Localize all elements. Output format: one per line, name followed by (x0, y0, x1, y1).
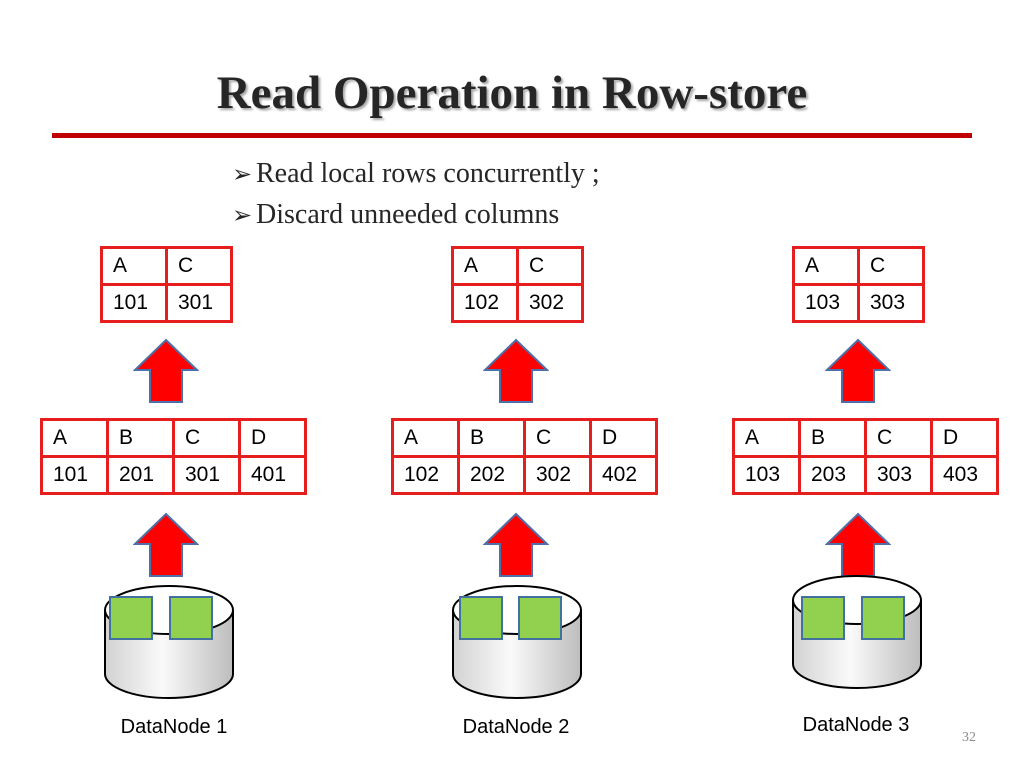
column-header: A (451, 246, 519, 286)
full-row-table: A B C D 101 201 301 401 (40, 418, 307, 495)
column-header: B (106, 418, 175, 458)
up-arrow-icon (483, 512, 549, 577)
cell-value: 301 (172, 455, 241, 495)
title-divider (52, 133, 972, 138)
up-arrow-icon (483, 338, 549, 403)
column-header: D (238, 418, 307, 458)
cell-value: 302 (523, 455, 592, 495)
table-row: 102 202 302 402 (391, 455, 658, 495)
data-block-icon (518, 596, 562, 640)
cell-value: 303 (857, 283, 925, 323)
column-header: A (100, 246, 168, 286)
table-header-row: A B C D (40, 418, 307, 458)
bullet-text: Read local rows concurrently ; (256, 158, 600, 189)
data-block-icon (861, 596, 905, 640)
cell-value: 101 (40, 455, 109, 495)
bullet-item: ➢Read local rows concurrently ; (232, 153, 600, 194)
cell-value: 203 (798, 455, 867, 495)
data-block-icon (109, 596, 153, 640)
data-block-icon (169, 596, 213, 640)
table-row: 101 201 301 401 (40, 455, 307, 495)
column-header: C (172, 418, 241, 458)
column-header: C (523, 418, 592, 458)
cell-value: 103 (732, 455, 801, 495)
cell-value: 403 (930, 455, 999, 495)
column-header: A (391, 418, 460, 458)
cell-value: 102 (391, 455, 460, 495)
slide-title: Read Operation in Row-store (216, 67, 808, 119)
table-header-row: A C (792, 246, 925, 286)
table-row: 101 301 (100, 283, 233, 323)
page-number: 32 (962, 730, 976, 745)
cell-value: 102 (451, 283, 519, 323)
column-header: A (40, 418, 109, 458)
bullet-item: ➢Discard unneeded columns (232, 194, 600, 235)
cell-value: 201 (106, 455, 175, 495)
column-header: D (930, 418, 999, 458)
projected-row-table: A C 102 302 (451, 246, 584, 323)
cell-value: 202 (457, 455, 526, 495)
column-header: A (792, 246, 860, 286)
up-arrow-icon (825, 338, 891, 403)
datanode-label: DataNode 3 (802, 714, 910, 736)
column-header: B (798, 418, 867, 458)
bullet-text: Discard unneeded columns (256, 199, 560, 230)
database-cylinder-icon (792, 575, 922, 689)
datanode-label: DataNode 2 (462, 716, 570, 738)
column-header: C (165, 246, 233, 286)
arrow-bullet-icon: ➢ (232, 162, 253, 188)
table-header-row: A C (451, 246, 584, 286)
cell-value: 302 (516, 283, 584, 323)
column-header: D (589, 418, 658, 458)
arrow-bullet-icon: ➢ (232, 203, 253, 229)
datanode-label: DataNode 1 (120, 716, 228, 738)
projected-row-table: A C 103 303 (792, 246, 925, 323)
cell-value: 402 (589, 455, 658, 495)
database-cylinder-icon (452, 585, 582, 699)
table-row: 103 203 303 403 (732, 455, 999, 495)
up-arrow-icon (133, 512, 199, 577)
database-cylinder-icon (104, 585, 234, 699)
data-block-icon (459, 596, 503, 640)
cell-value: 103 (792, 283, 860, 323)
column-header: C (864, 418, 933, 458)
cell-value: 301 (165, 283, 233, 323)
column-header: C (516, 246, 584, 286)
data-block-icon (801, 596, 845, 640)
table-row: 102 302 (451, 283, 584, 323)
table-header-row: A B C D (732, 418, 999, 458)
column-header: C (857, 246, 925, 286)
column-header: A (732, 418, 801, 458)
full-row-table: A B C D 103 203 303 403 (732, 418, 999, 495)
column-header: B (457, 418, 526, 458)
full-row-table: A B C D 102 202 302 402 (391, 418, 658, 495)
table-row: 103 303 (792, 283, 925, 323)
cell-value: 303 (864, 455, 933, 495)
up-arrow-icon (133, 338, 199, 403)
up-arrow-icon (825, 512, 891, 577)
table-header-row: A B C D (391, 418, 658, 458)
table-header-row: A C (100, 246, 233, 286)
cell-value: 101 (100, 283, 168, 323)
bullet-list: ➢Read local rows concurrently ; ➢Discard… (232, 153, 600, 235)
cell-value: 401 (238, 455, 307, 495)
projected-row-table: A C 101 301 (100, 246, 233, 323)
